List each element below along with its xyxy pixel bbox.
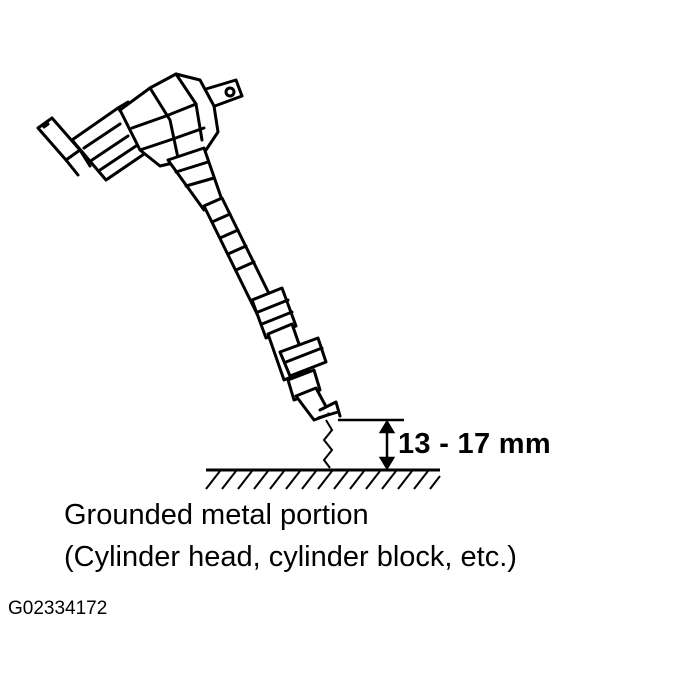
gap-dimension-label: 13 - 17 mm [398,428,551,460]
gap-dimension [338,418,404,471]
figure-id: G02334172 [8,598,108,619]
ground-caption-title: Grounded metal portion [64,499,369,531]
electrode-tip [317,410,339,420]
spark-plug [266,322,342,422]
ground-caption-detail: (Cylinder head, cylinder block, etc.) [64,541,517,573]
coil-housing [118,72,220,168]
spark-discharge [322,419,334,469]
ground-surface [205,468,441,490]
